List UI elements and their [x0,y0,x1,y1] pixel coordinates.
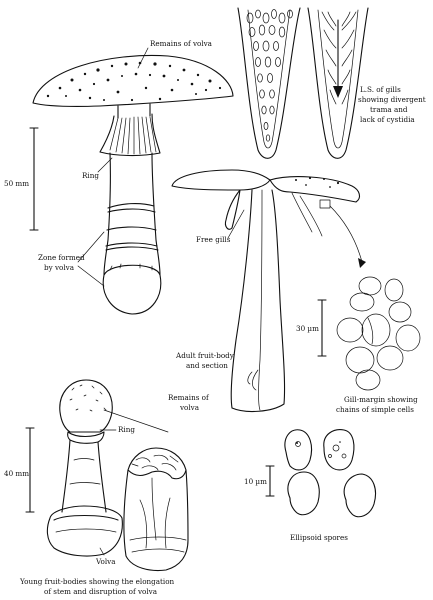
label-ls-3: trama and [370,105,408,114]
label-gill-margin-1: Gill-margin showing [344,395,418,404]
label-free-gills: Free gills [196,235,231,244]
young-fruit-body-egg-stage [46,379,123,557]
young-fruit-body-bursting [123,447,189,572]
caption-line-2: of stem and disruption of volva [44,587,158,596]
label-zone-formed-2: by volva [44,263,75,272]
label-zone-formed-1: Zone formed [38,253,85,262]
leader-lines [77,47,245,556]
mature-fruit-body [32,54,234,315]
label-adult-1: Adult fruit-body [175,351,235,360]
label-ls-1: L.S. of gills [360,85,401,94]
label-ring-top: Ring [82,171,99,180]
label-volva: Volva [95,557,116,566]
scale-bar-30um [317,299,327,357]
label-ls-4: lack of cystidia [360,115,415,124]
scale-bar-10um [265,465,275,497]
label-ring-bottom: Ring [118,425,135,434]
label-remains-of-volva-bottom-1: Remains of [168,393,210,402]
label-gill-margin-2: chains of simple cells [336,405,414,414]
label-ls-2: showing divergent [358,95,426,104]
scale-label-10um: 10 µm [244,477,267,486]
gill-section [237,7,369,159]
scale-bar-40mm [25,427,35,513]
scale-label-40mm: 40 mm [4,469,29,478]
gill-margin-cells [336,276,421,391]
scale-label-30um: 30 µm [296,324,319,333]
label-ellipsoid-spores: Ellipsoid spores [290,533,348,542]
label-remains-of-volva-bottom-2: volva [179,403,200,412]
scale-label-50mm: 50 mm [4,179,29,188]
caption-line-1: Young fruit-bodies showing the elongatio… [19,577,175,586]
labels: Remains of volva Ring Zone formed by vol… [4,39,426,596]
scale-bar-50mm [29,127,39,231]
spores [284,429,377,518]
adult-section [171,169,366,413]
label-adult-2: and section [186,361,228,370]
label-remains-of-volva-top: Remains of volva [150,39,213,48]
